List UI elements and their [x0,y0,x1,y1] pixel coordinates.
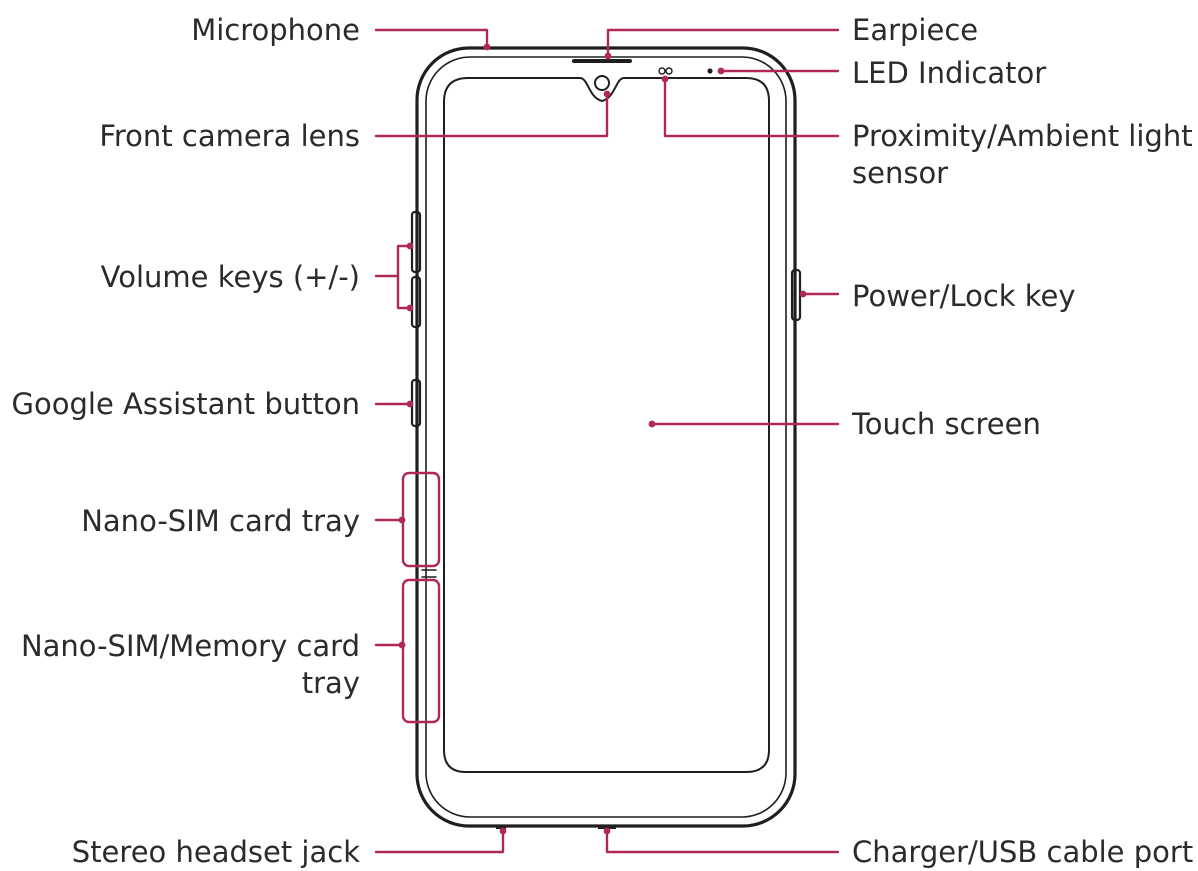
leader-front-camera [374,94,609,138]
label-volume-keys: Volume keys (+/-) [101,260,360,294]
dot-touch-screen [648,420,656,428]
touch-screen-outline [443,77,770,773]
usb-port-mark [598,826,616,829]
leader-headset-jack [374,830,505,854]
label-charger-usb-port: Charger/USB cable port [852,835,1193,869]
led-indicator-dot [707,68,713,74]
leader-volume-keys [374,244,412,310]
dot-google-assistant [406,400,414,408]
dot-proximity [661,75,669,83]
dot-led [717,67,725,75]
label-power-lock-key: Power/Lock key [852,279,1076,313]
label-google-assistant-button: Google Assistant button [12,387,360,421]
dot-usb-port [603,827,611,835]
dot-nano-sim-memory [398,641,406,649]
phone-illustration [410,46,802,829]
dot-headset-jack [499,827,507,835]
label-proximity-sensor-line2: sensor [852,156,948,190]
label-touch-screen: Touch screen [851,407,1041,441]
label-nano-sim-tray: Nano-SIM card tray [81,504,360,538]
dot-earpiece [604,52,612,60]
labels: Microphone Earpiece LED Indicator Front … [12,13,1194,869]
nano-sim-tray-highlight [401,471,441,568]
leader-earpiece [606,28,840,57]
headset-jack-mark [496,826,506,829]
nano-sim-memory-tray-highlight [401,578,441,724]
label-led-indicator: LED Indicator [852,56,1046,90]
earpiece-slot [572,59,632,63]
front-camera-icon [594,75,610,91]
label-front-camera-lens: Front camera lens [99,119,360,153]
dot-front-camera [603,90,611,98]
phone-outer-shell [415,46,797,828]
label-earpiece: Earpiece [852,13,978,47]
leader-dots [398,43,807,835]
leader-proximity [663,76,840,138]
label-stereo-headset-jack: Stereo headset jack [72,835,360,869]
volume-up-key [410,210,422,274]
dot-power [799,290,807,298]
leader-lines [374,28,840,854]
dot-volume-down [406,304,414,312]
leader-usb-port [605,830,840,854]
label-microphone: Microphone [191,13,360,47]
label-nano-sim-memory-tray-line1: Nano-SIM/Memory card [21,629,360,663]
volume-down-key [410,275,422,329]
label-nano-sim-memory-tray-line2: tray [302,666,360,700]
dot-nano-sim [398,516,406,524]
dot-volume-up [406,242,414,250]
leader-microphone [374,28,489,48]
label-proximity-sensor-line1: Proximity/Ambient light [852,119,1193,153]
proximity-sensor-dot [658,67,666,75]
dot-microphone [483,43,491,51]
phone-inner-bezel [425,56,787,818]
ambient-sensor-dot [665,67,673,75]
